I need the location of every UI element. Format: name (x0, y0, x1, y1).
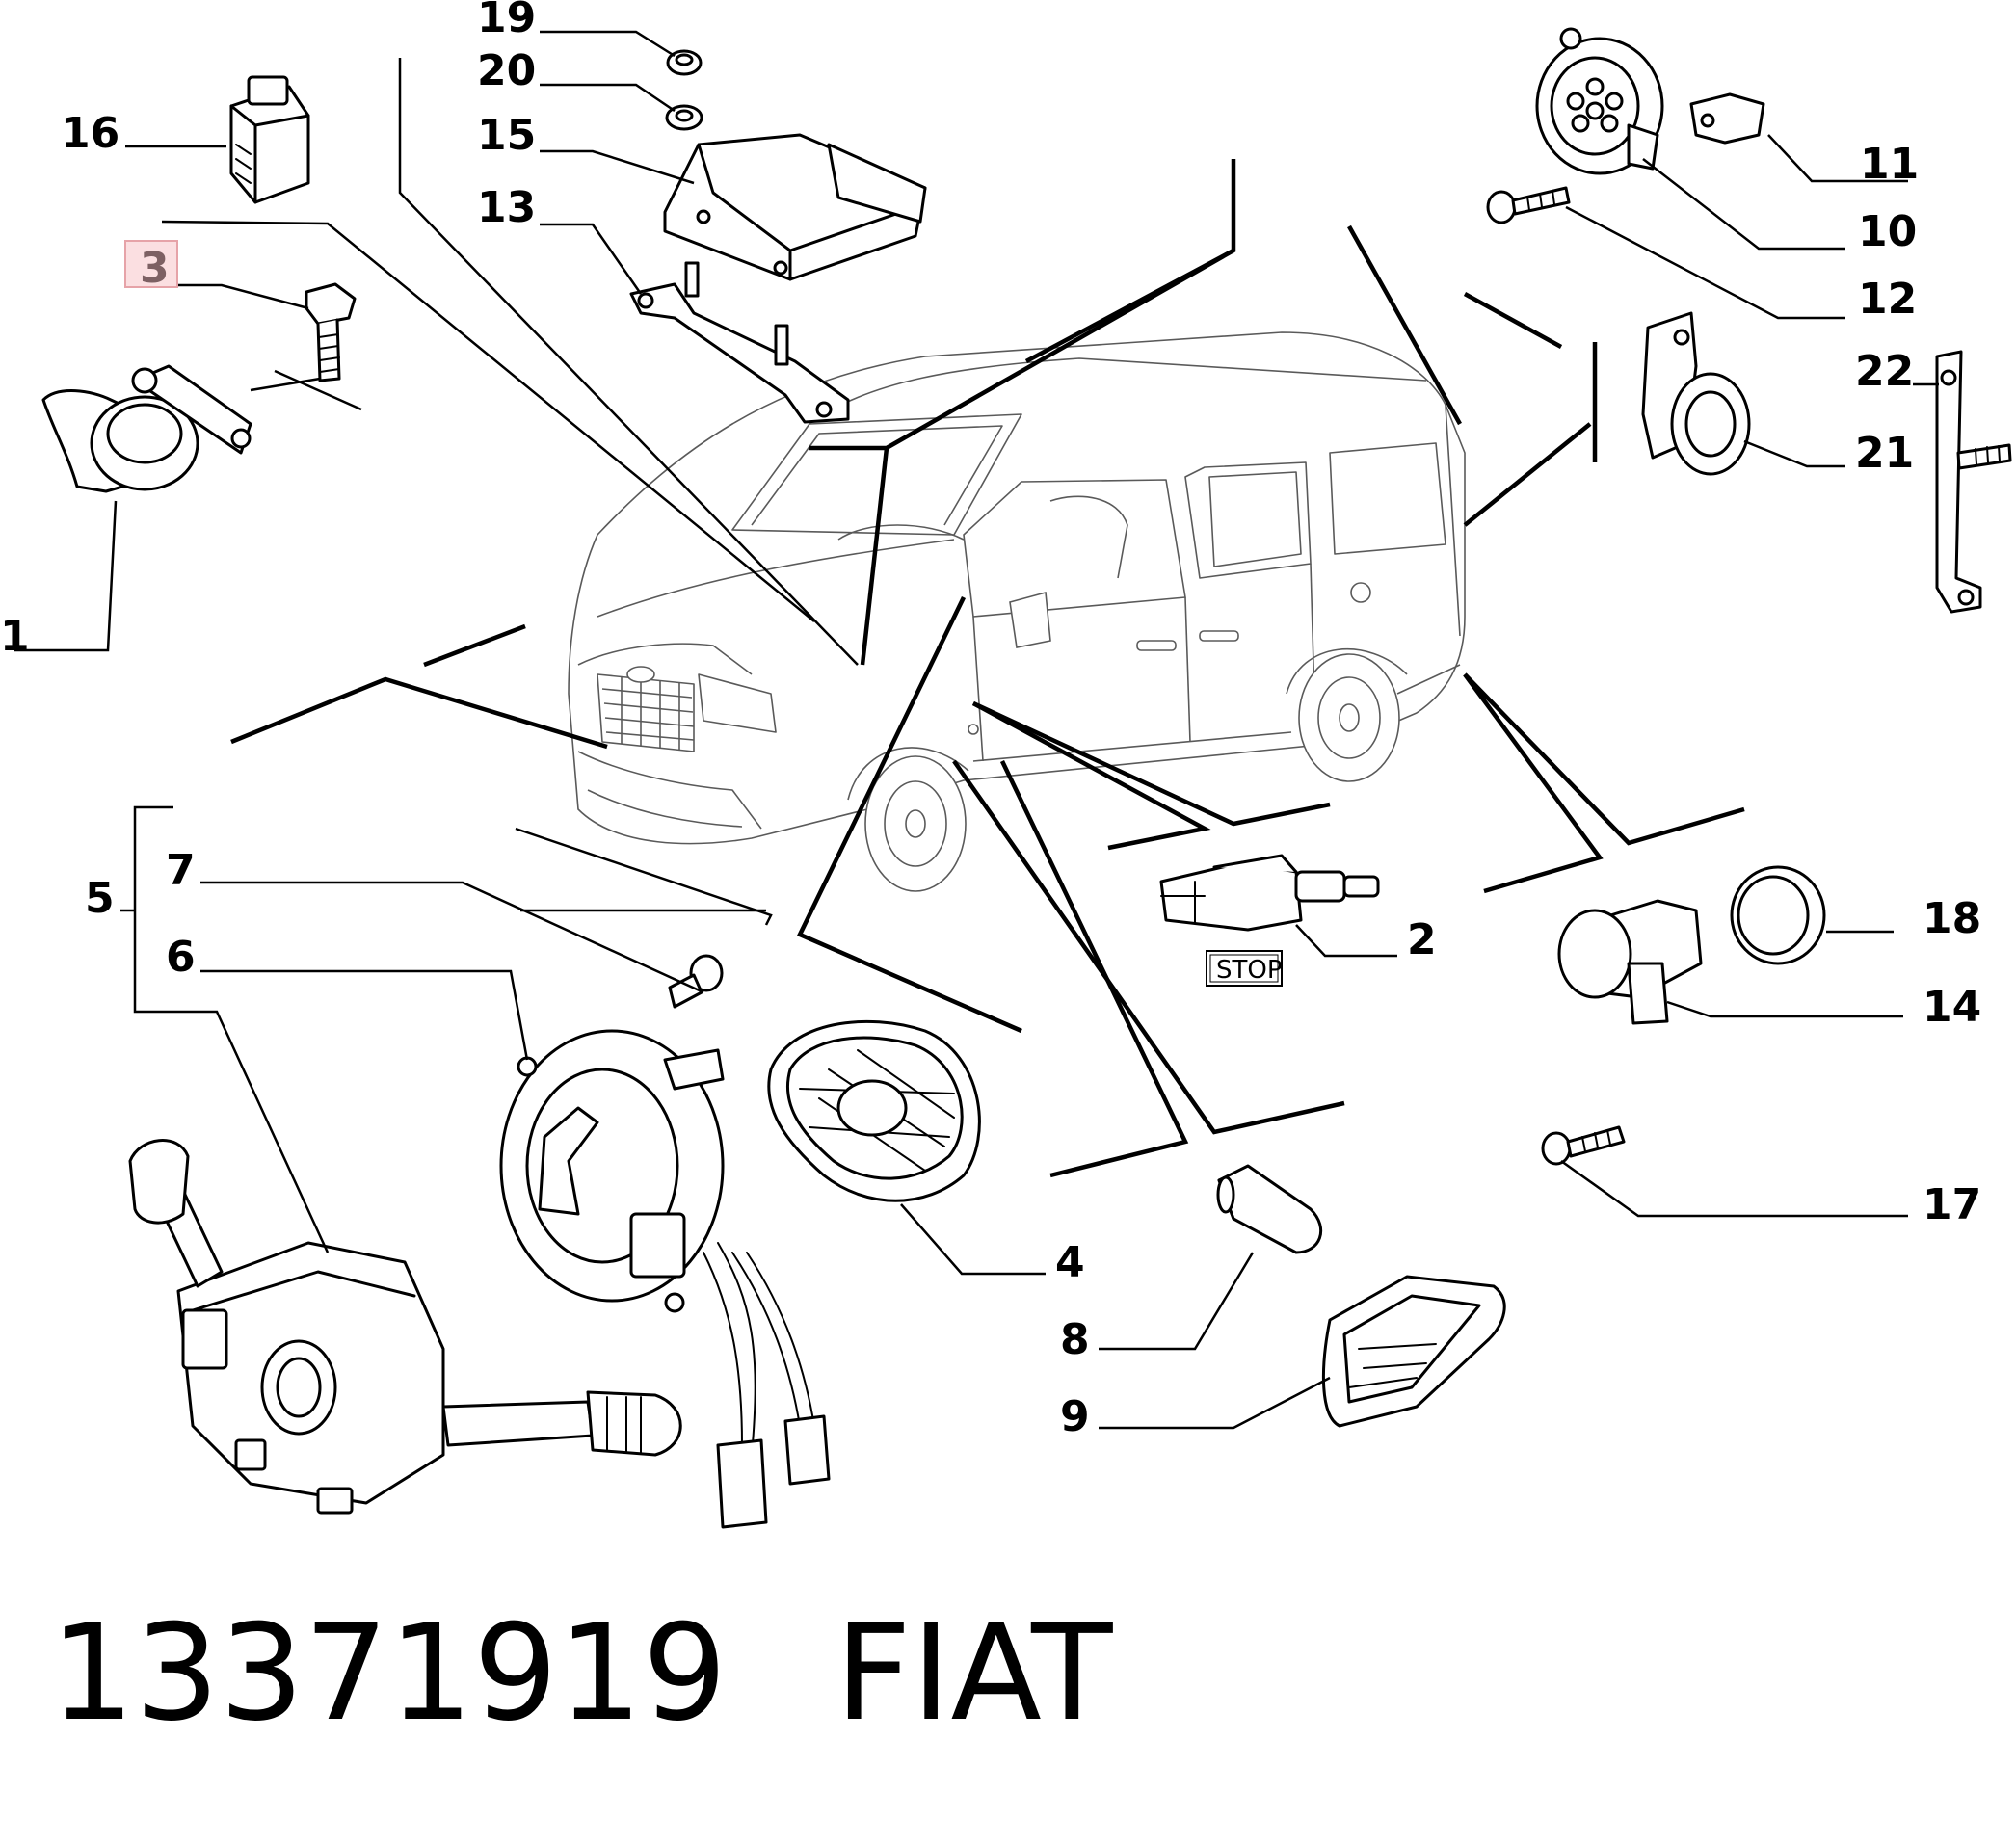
part-17-screw[interactable] (1541, 1125, 1626, 1166)
van-illustration (568, 331, 1466, 892)
part-12-screw[interactable] (1486, 186, 1571, 224)
callout-5[interactable]: 5 (85, 874, 115, 923)
callout-21[interactable]: 21 (1855, 429, 1914, 478)
part-15-control-unit[interactable] (663, 133, 927, 281)
part-5-steering-switch[interactable] (128, 1139, 682, 1515)
front-grille (597, 666, 695, 752)
part-16-relay[interactable] (229, 75, 310, 204)
guide-lines (161, 58, 859, 926)
callout-2[interactable]: 2 (1407, 915, 1437, 964)
callout-1[interactable]: 1 (0, 612, 30, 661)
part-8-bulb[interactable] (1216, 1164, 1323, 1254)
part-18-ring[interactable] (1730, 865, 1826, 965)
part-19-nut[interactable] (666, 49, 703, 76)
part-22-bracket[interactable] (1935, 350, 2012, 614)
callout-22[interactable]: 22 (1855, 347, 1914, 396)
callout-7[interactable]: 7 (166, 846, 196, 895)
pointer-lines (230, 159, 1745, 1178)
front-wheel (847, 747, 969, 892)
callout-13[interactable]: 13 (477, 183, 536, 232)
callout-3[interactable]: 3 (140, 244, 170, 293)
part-7-screw[interactable] (668, 954, 724, 1009)
callout-12[interactable]: 12 (1858, 275, 1917, 324)
stop-label-box: STOP (1206, 950, 1283, 987)
part-9-side-lamp[interactable] (1321, 1275, 1506, 1428)
rear-wheel (1286, 647, 1408, 782)
callout-4[interactable]: 4 (1055, 1238, 1085, 1287)
callout-labels: 1 2 3 4 5 6 7 8 9 10 11 12 13 14 15 16 1… (0, 0, 1981, 1441)
callout-16[interactable]: 16 (61, 109, 119, 158)
part-21-sensor[interactable] (1641, 311, 1751, 476)
part-14-sensor[interactable] (1557, 899, 1703, 1025)
callout-18[interactable]: 18 (1923, 894, 1981, 943)
part-6-clockspring[interactable] (499, 1029, 831, 1529)
callout-20[interactable]: 20 (477, 46, 536, 95)
part-4-speaker[interactable] (767, 1019, 981, 1202)
callout-6[interactable]: 6 (166, 933, 196, 982)
callout-8[interactable]: 8 (1060, 1315, 1090, 1364)
callout-14[interactable]: 14 (1923, 983, 1981, 1032)
part-3-bolt[interactable] (305, 282, 357, 382)
callout-11[interactable]: 11 (1860, 140, 1919, 189)
callout-15[interactable]: 15 (477, 111, 536, 160)
callout-9[interactable]: 9 (1060, 1392, 1090, 1441)
callout-10[interactable]: 10 (1858, 207, 1917, 256)
part-10-sensor[interactable] (1535, 27, 1664, 175)
part-11-connector[interactable] (1689, 92, 1765, 145)
callout-17[interactable]: 17 (1923, 1180, 1981, 1229)
callout-19[interactable]: 19 (477, 0, 536, 42)
part-2-stop-switch[interactable] (1159, 854, 1380, 932)
brand-name: FIAT (835, 1595, 1113, 1751)
part-20-washer[interactable] (665, 104, 703, 131)
part-13-bracket[interactable] (629, 261, 850, 424)
part-number: 13371919 (50, 1595, 728, 1751)
part-1-horn[interactable] (41, 364, 252, 493)
stop-label: STOP (1216, 956, 1283, 985)
leader-lines (14, 30, 1939, 1430)
callout-3-highlight (124, 240, 178, 288)
